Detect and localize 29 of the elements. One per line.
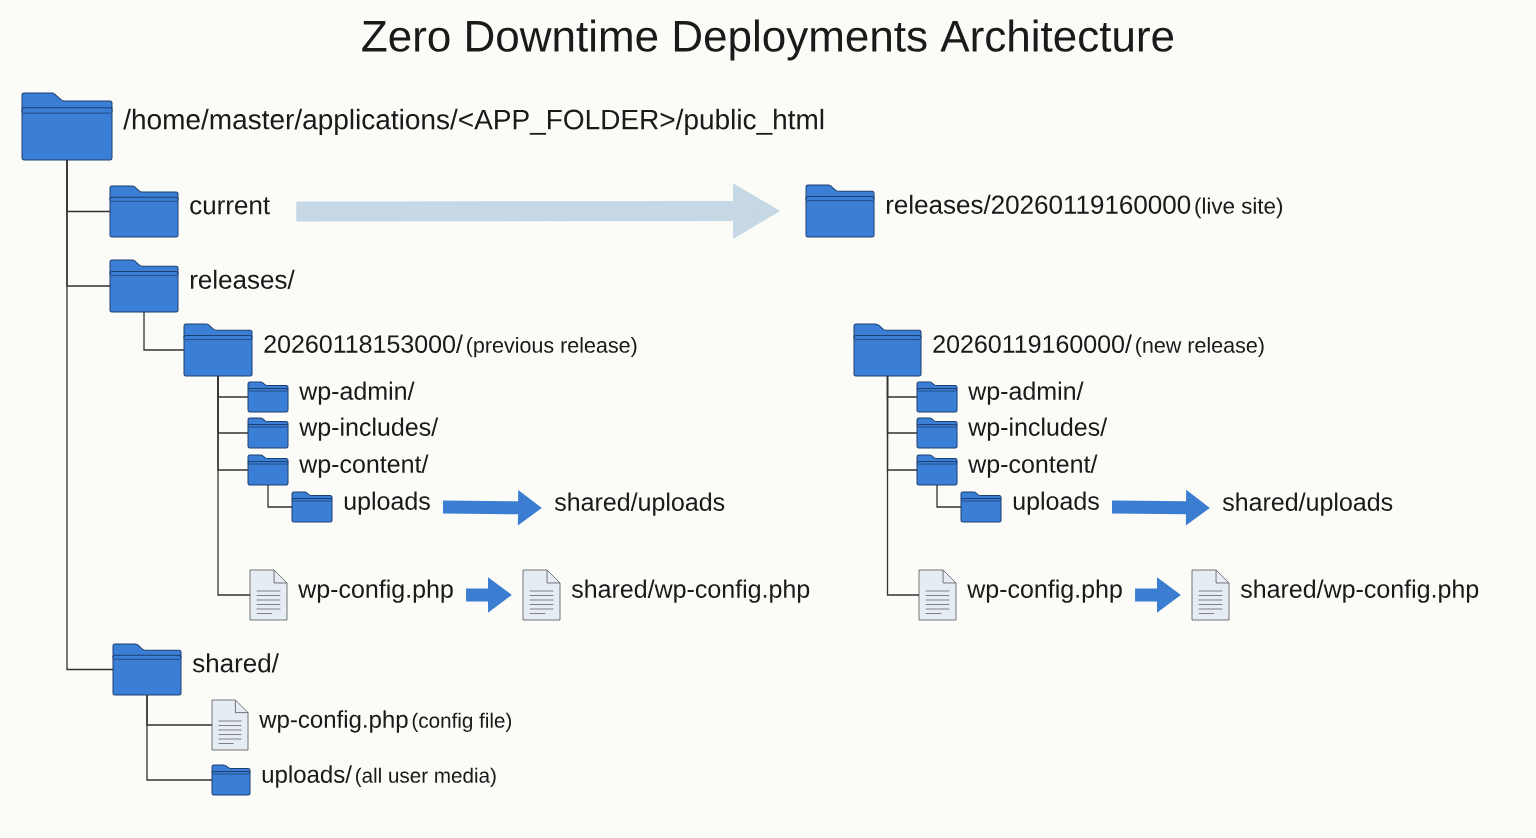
- file-name: shared/wp-config.php: [1240, 579, 1479, 603]
- folder-name: current: [190, 197, 270, 215]
- folder-name: wp-includes/: [968, 417, 1108, 441]
- tree-line: [886, 375, 920, 596]
- folder-name: uploads: [1013, 491, 1099, 515]
- folder-name: wp-content/: [299, 454, 429, 478]
- tree-line: [217, 375, 251, 596]
- path-text: shared/uploads: [554, 492, 725, 516]
- tree-line: [146, 694, 213, 781]
- file-name: wp-config.php: [298, 579, 453, 603]
- tree-line: [143, 311, 185, 351]
- folder-name: /home/master/applications/<APP_FOLDER>/public_html: [123, 108, 824, 135]
- file-name: wp-config.php (config file): [259, 710, 512, 733]
- folder-name: uploads/ (all user media): [262, 765, 496, 788]
- folder-name: shared/: [192, 653, 279, 673]
- folder-name: wp-content/: [968, 454, 1098, 478]
- tree-line: [936, 484, 962, 508]
- folder-name: uploads: [344, 491, 430, 515]
- file-name: shared/wp-config.php: [571, 579, 810, 603]
- tree-line: [66, 159, 114, 671]
- folder-name: wp-includes/: [299, 417, 439, 441]
- folder-name: wp-admin/: [968, 381, 1084, 405]
- tree-line: [267, 484, 293, 508]
- title-text: Zero Downtime Deployments Architecture: [362, 19, 1174, 61]
- folder-name: releases/: [190, 269, 295, 289]
- folder-name: releases/20260119160000 (live site): [886, 194, 1282, 219]
- folder-name: wp-admin/: [299, 381, 415, 405]
- file-name: wp-config.php: [967, 579, 1122, 603]
- path-text: shared/uploads: [1222, 492, 1393, 516]
